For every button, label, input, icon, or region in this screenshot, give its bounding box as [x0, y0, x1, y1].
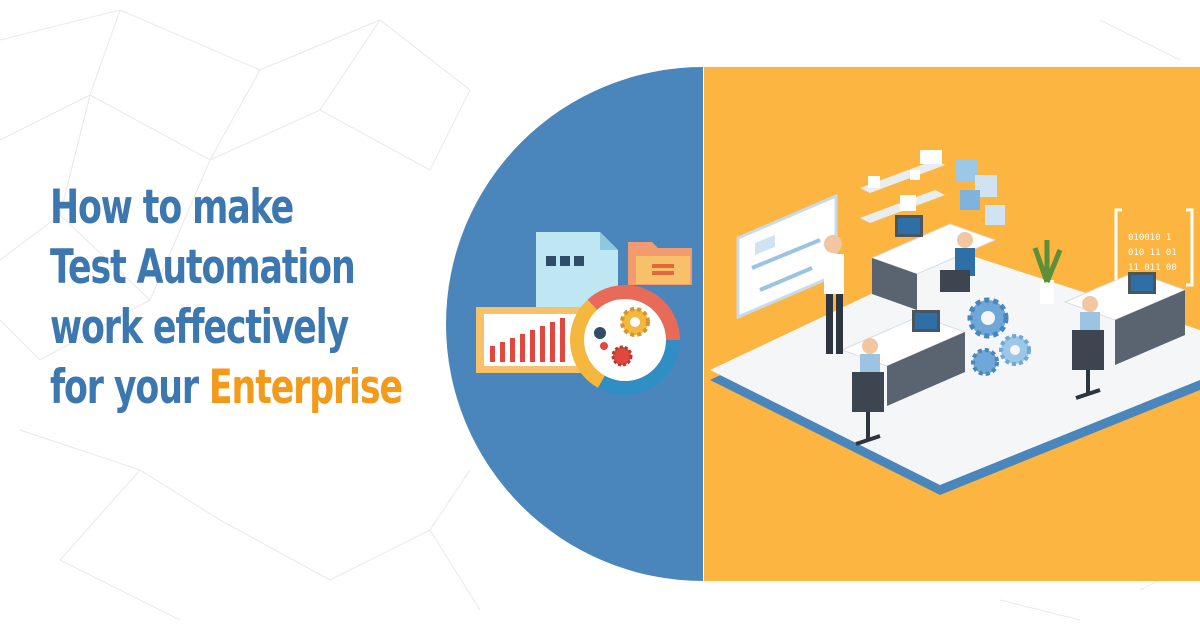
bar-chart-icon — [476, 307, 584, 373]
seated-person-right — [1072, 296, 1104, 400]
headline: How to make Test Automation work effecti… — [50, 178, 403, 418]
headline-line-4: for your Enterprise — [50, 358, 403, 418]
binary-line-1: 010010 1 — [1128, 233, 1171, 243]
seated-person-left — [852, 338, 884, 446]
headline-line-4-prefix: for your — [50, 360, 209, 415]
seated-person-back — [940, 232, 975, 292]
puzzle-icon — [955, 160, 1005, 225]
headline-line-3: work effectively — [50, 300, 349, 355]
headline-line-2: Test Automation — [50, 240, 356, 295]
gears-donut-icon — [570, 285, 680, 395]
binary-line-3: 11 011 00 — [1128, 263, 1177, 273]
wall-shelves — [860, 150, 945, 223]
folder-icon — [628, 242, 692, 285]
binary-line-2: 010 11 01 — [1128, 248, 1177, 258]
standing-person — [824, 235, 844, 354]
plant — [1032, 240, 1063, 304]
gears-icon — [967, 297, 1031, 376]
headline-line-1: How to make — [50, 180, 294, 235]
headline-accent-word: Enterprise — [208, 360, 403, 415]
